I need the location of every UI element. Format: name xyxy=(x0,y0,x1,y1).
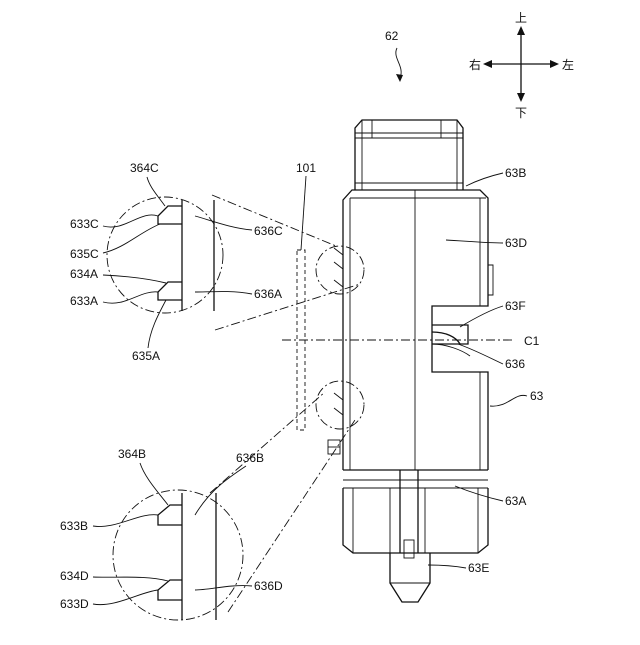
label-635a: 635A xyxy=(132,349,160,363)
detail-circle-lower xyxy=(316,381,364,429)
label-633c: 633C xyxy=(70,217,99,231)
label-635c: 635C xyxy=(70,247,99,261)
label-636b: 636B xyxy=(236,451,264,465)
label-63b: 63B xyxy=(505,166,526,180)
label-c1: C1 xyxy=(524,334,540,348)
label-633a: 633A xyxy=(70,294,98,308)
label-63e: 63E xyxy=(468,561,489,575)
figure-leader xyxy=(396,48,401,78)
label-101: 101 xyxy=(296,161,316,175)
label-634d: 634D xyxy=(60,569,89,583)
main-body xyxy=(328,120,493,602)
direction-up-label: 上 xyxy=(515,11,527,25)
label-633b: 633B xyxy=(60,519,88,533)
label-364c: 364C xyxy=(130,161,159,175)
label-364b: 364B xyxy=(118,447,146,461)
detail-upper xyxy=(107,195,360,330)
label-634a: 634A xyxy=(70,267,98,281)
label-63: 63 xyxy=(530,389,544,403)
label-633d: 633D xyxy=(60,597,89,611)
label-63d: 63D xyxy=(505,236,527,250)
label-63a: 63A xyxy=(505,494,526,508)
label-63f: 63F xyxy=(505,299,526,313)
label-636c: 636C xyxy=(254,224,283,238)
label-636: 636 xyxy=(505,357,525,371)
label-636a: 636A xyxy=(254,287,282,301)
direction-indicator: 上 下 右 左 xyxy=(469,11,574,120)
direction-left-label: 左 xyxy=(562,57,574,72)
direction-down-label: 下 xyxy=(515,106,527,120)
figure-number-label: 62 xyxy=(385,29,399,43)
label-636d: 636D xyxy=(254,579,283,593)
direction-right-label: 右 xyxy=(469,57,481,72)
